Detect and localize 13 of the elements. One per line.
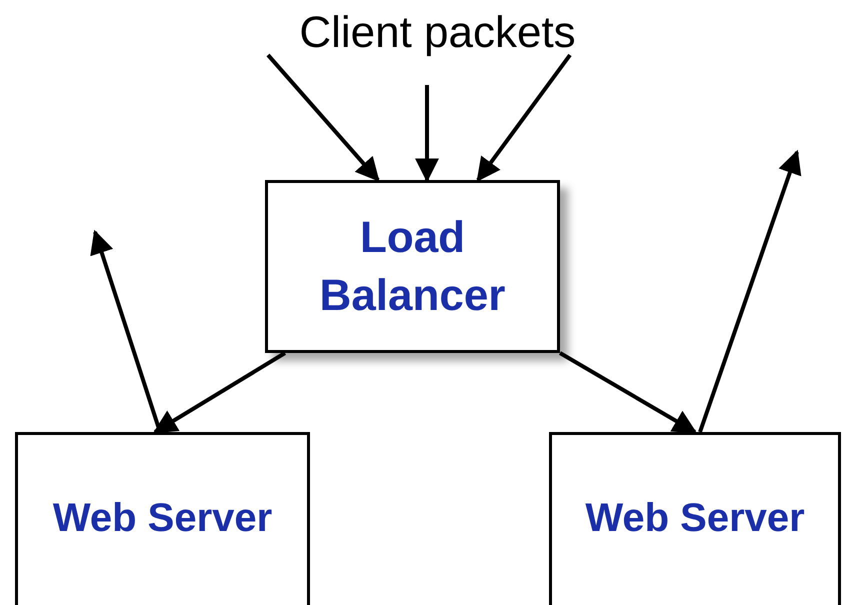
process-box xyxy=(549,432,841,605)
arrow xyxy=(559,351,698,434)
caption-text: Client packets xyxy=(299,8,576,58)
arrow xyxy=(152,351,286,434)
box-label: Load Balancer xyxy=(318,212,506,322)
process-box xyxy=(15,432,310,605)
box-label: Web Server xyxy=(585,495,805,542)
arrow xyxy=(415,85,439,182)
arrow xyxy=(476,54,572,182)
arrow xyxy=(698,150,802,433)
process-box xyxy=(265,180,560,353)
box-label: Web Server xyxy=(52,495,272,542)
arrow xyxy=(266,54,380,182)
